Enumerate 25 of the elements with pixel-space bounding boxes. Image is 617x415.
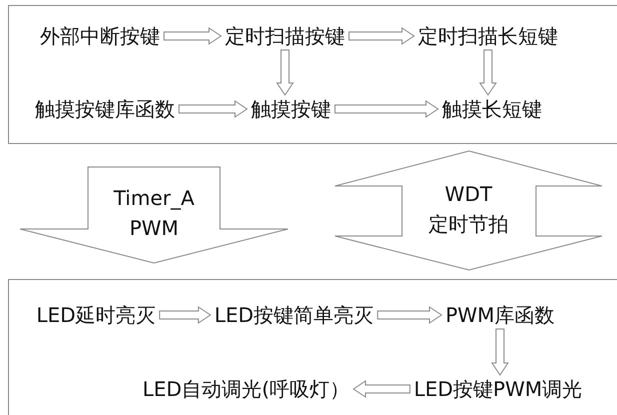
step-label: PWM库函数	[445, 303, 555, 327]
step-label: LED延时亮灭	[36, 303, 156, 327]
step-label: 定时扫描按键	[225, 24, 345, 48]
step-label: LED自动调光(呼吸灯）	[142, 377, 350, 401]
step-label: 触摸长短键	[442, 97, 542, 121]
block-arrow	[491, 328, 509, 376]
arrow-label: Timer_A PWM	[112, 185, 196, 242]
block-arrow	[348, 27, 415, 45]
block-arrow	[159, 306, 212, 324]
step-label: 外部中断按键	[40, 24, 160, 48]
step-label: LED按键PWM调光	[414, 377, 582, 401]
block-arrow	[276, 50, 294, 96]
panel-box	[8, 279, 617, 415]
block-arrow	[479, 50, 497, 96]
block-arrow	[164, 27, 222, 45]
step-label: 定时扫描长短键	[418, 24, 558, 48]
panel-box	[8, 5, 617, 144]
step-label: 触摸按键	[251, 97, 331, 121]
block-arrow	[352, 380, 410, 398]
block-arrow	[178, 100, 248, 118]
block-arrow	[334, 100, 439, 118]
arrow-label: WDT 定时节拍	[428, 181, 510, 238]
step-label: LED按键简单亮灭	[214, 303, 374, 327]
step-label: 触摸按键库函数	[35, 97, 175, 121]
block-arrow	[377, 306, 442, 324]
